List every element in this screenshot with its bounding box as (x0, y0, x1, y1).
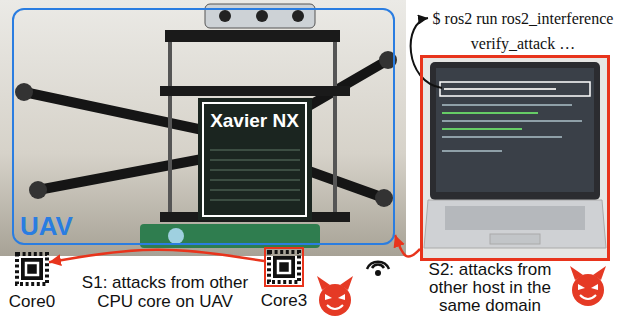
motor (29, 181, 47, 199)
drone-frame (160, 30, 350, 222)
wireless-arc (367, 262, 389, 269)
trackpad (490, 234, 540, 244)
camera-lens (219, 10, 231, 22)
chip-pins (17, 254, 47, 284)
terminal-line (442, 120, 582, 122)
standoff (333, 30, 337, 222)
chip-body (21, 258, 43, 280)
laptop-photo-background (420, 55, 610, 261)
terminal-line (442, 112, 538, 114)
region-label: UAV (20, 211, 73, 241)
command-highlight (440, 82, 590, 96)
terminal-line (442, 150, 502, 152)
laptop-base (424, 200, 606, 248)
chip-symbol (267, 250, 301, 284)
attack-arrow (49, 250, 264, 262)
command-text: $ ros2 run ros2_interference verify_atta… (428, 6, 618, 56)
wireless-symbol (367, 262, 389, 276)
camera-lens (292, 10, 304, 22)
terminal-line (442, 104, 572, 106)
attack-scenario-label: S1: attacks from other CPU core on UAV (70, 273, 260, 311)
frame-plate (160, 86, 350, 96)
motor (375, 189, 393, 207)
chip-pins (269, 252, 299, 282)
laptop-photo (420, 55, 610, 261)
attacker-devil-icon (317, 276, 353, 316)
camera-lens (256, 10, 268, 22)
keyboard (445, 206, 585, 230)
chip-die (26, 263, 38, 275)
chip-body (273, 256, 295, 278)
command-pointer-arrow (411, 18, 442, 88)
wireless-dot (375, 270, 381, 276)
chip-die (278, 261, 290, 273)
attacker-devil-icon (570, 266, 606, 306)
laptop-screen (436, 68, 594, 192)
board-box: Xavier NX (202, 102, 307, 217)
heatsink (210, 150, 300, 200)
core-label: Core3 (261, 291, 307, 311)
board-label: Xavier NX (210, 110, 299, 132)
battery-sticker (168, 228, 184, 244)
core-label: Core0 (9, 292, 55, 312)
compute-board (198, 98, 312, 220)
terminal-line (442, 128, 522, 130)
attack-scenario-label: S2: attacks from other host in the same … (415, 261, 565, 315)
standoff (168, 30, 172, 222)
board (198, 98, 312, 220)
cpu-core-chip: Core0 (15, 252, 49, 286)
wireless-arc (372, 265, 384, 268)
uav-photo-background (0, 0, 406, 256)
attacker-core-chip: Core3 (264, 247, 304, 287)
laptop-bezel (430, 62, 600, 200)
motor (15, 83, 33, 101)
terminal-line (442, 136, 562, 138)
host-laptop-box: S2: attacks from other host in the same … (420, 55, 610, 261)
frame-plate (165, 30, 340, 42)
chip-symbol (15, 252, 49, 286)
uav-region: Xavier NX UAV (12, 8, 395, 245)
attack-arrow (395, 235, 420, 257)
terminal-line (444, 88, 556, 90)
